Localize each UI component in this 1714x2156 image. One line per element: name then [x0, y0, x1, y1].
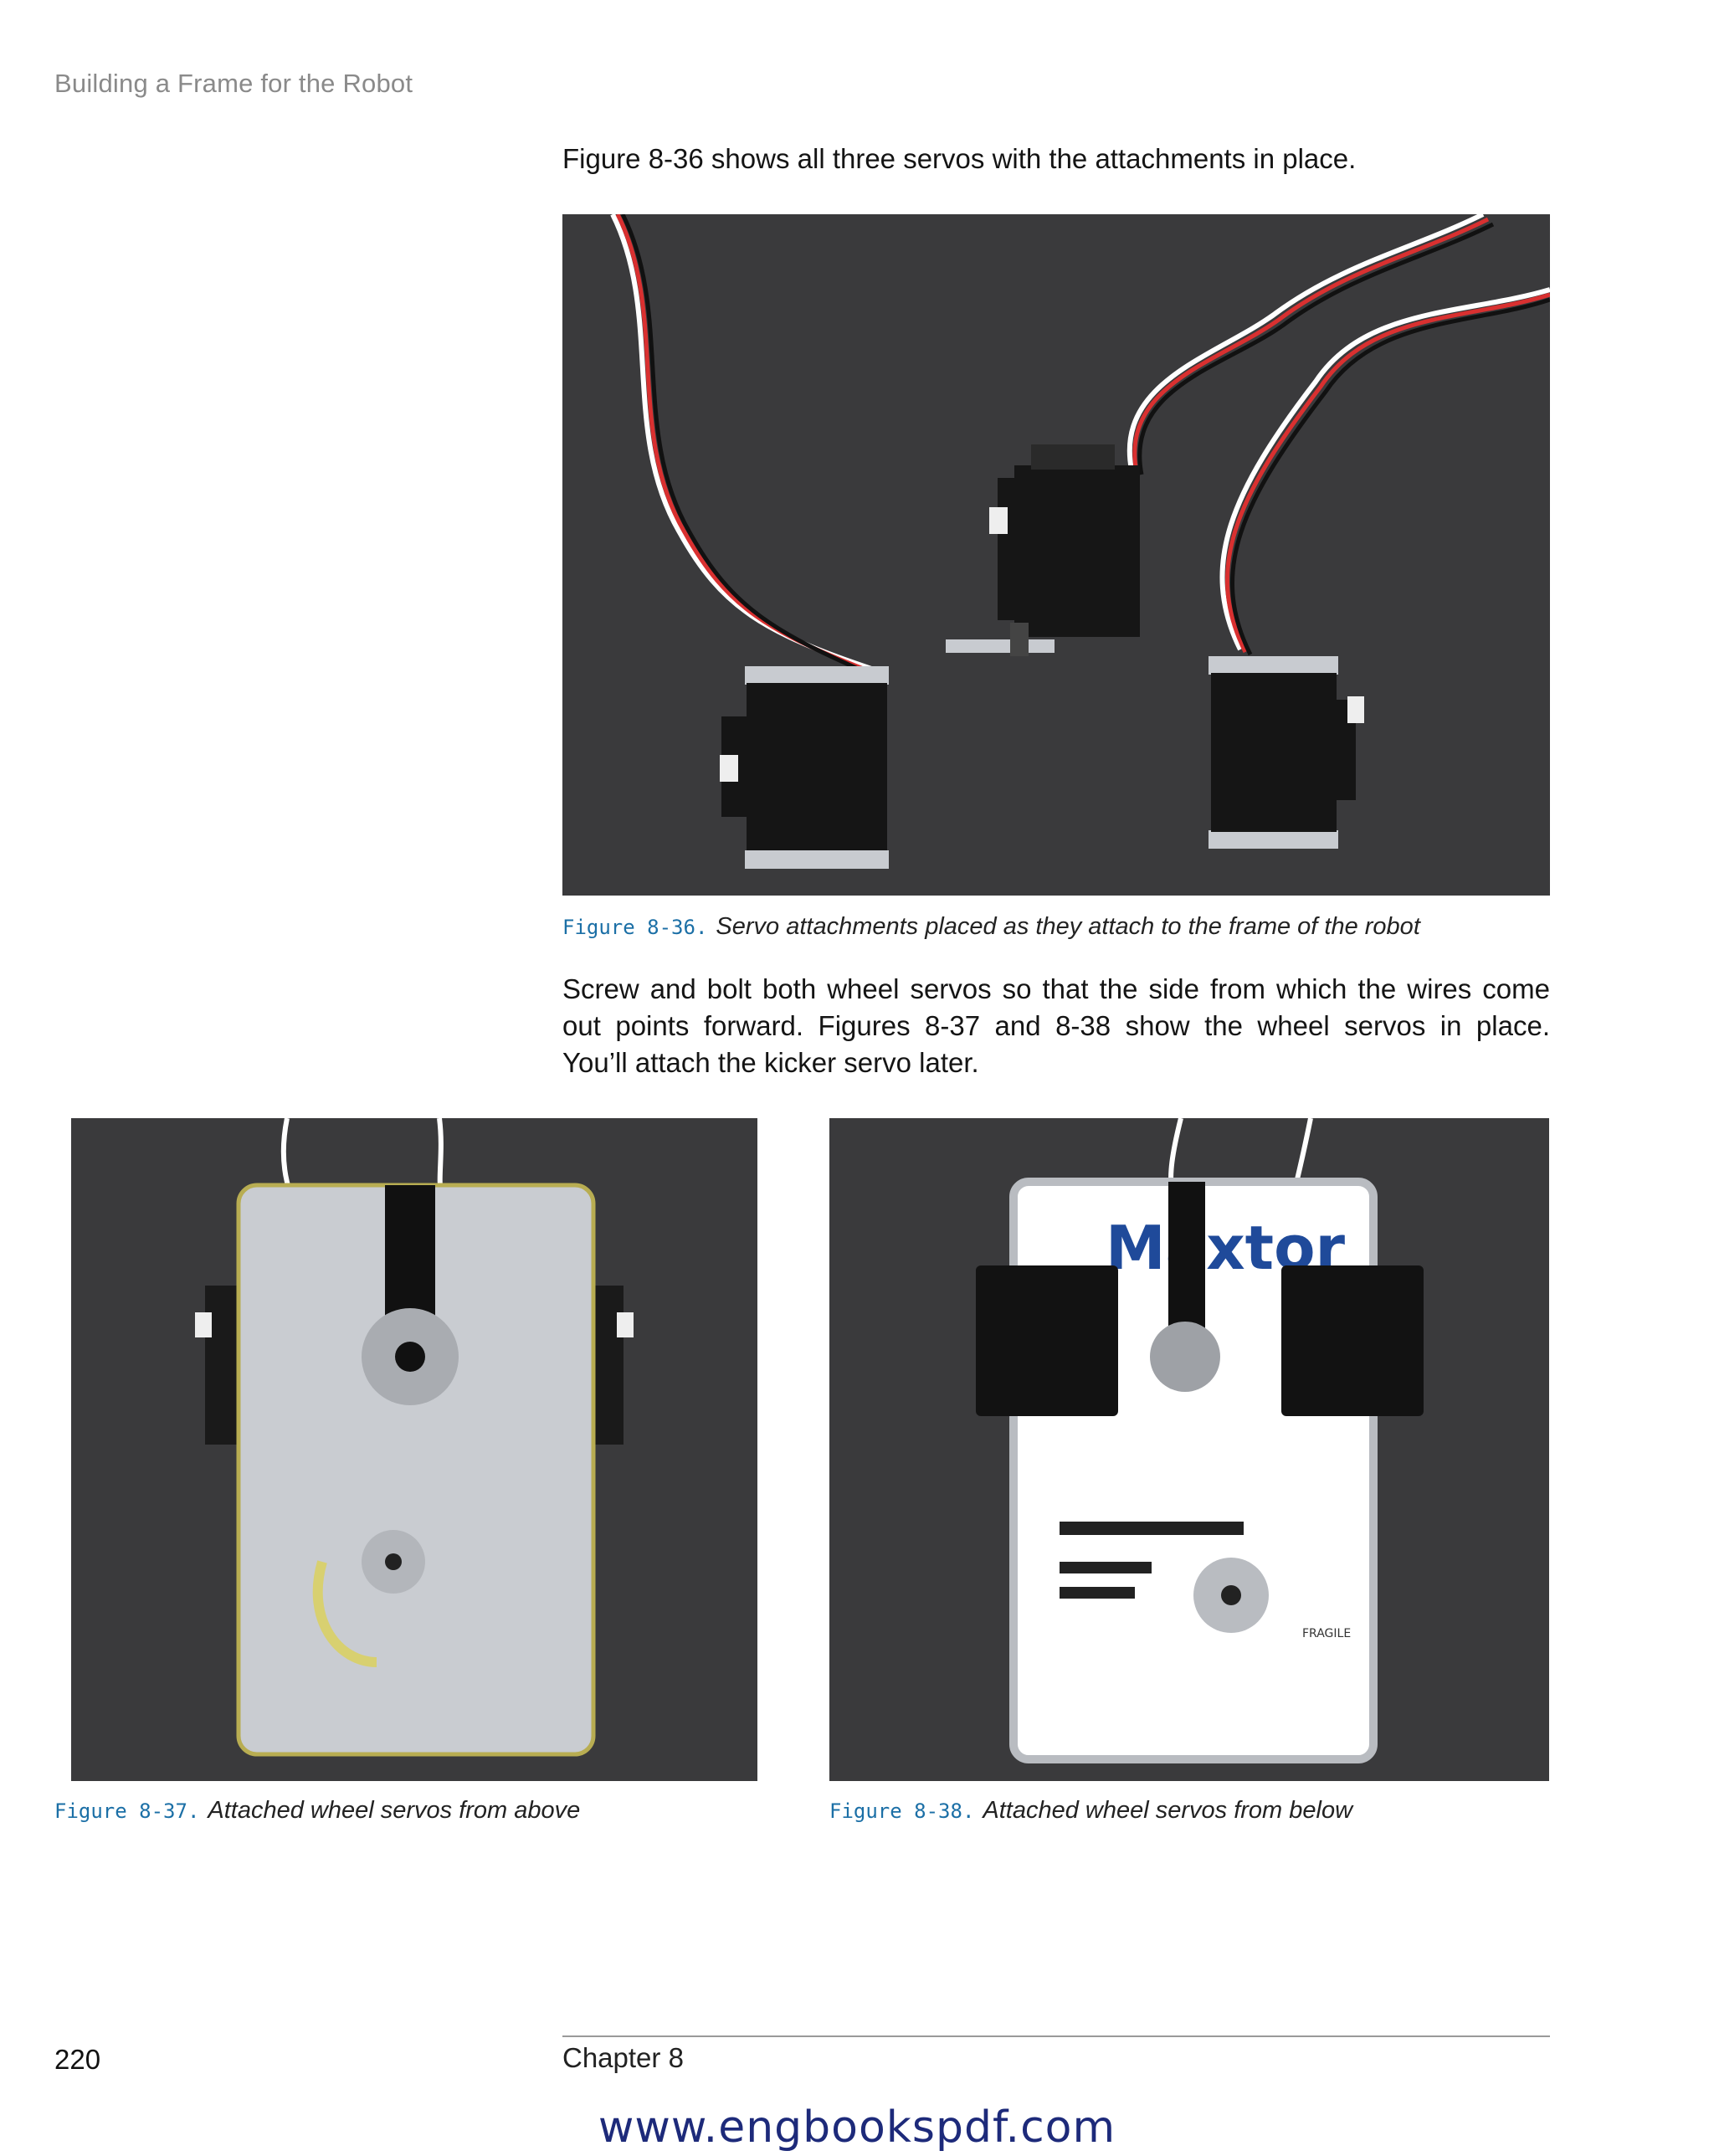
figure-8-36-photo	[562, 214, 1550, 896]
drive-bottom-illustration: Maxtor FRAGILE	[829, 1118, 1549, 1781]
paragraph-line: out points forward. Figures 8-37 and 8-3…	[562, 1010, 1550, 1041]
servos-photo-illustration	[562, 214, 1550, 896]
figure-label: Figure 8-38.	[829, 1799, 975, 1823]
caption-text: Attached wheel servos from below	[983, 1797, 1353, 1824]
figure-label: Figure 8-36.	[562, 916, 708, 939]
running-head: Building a Frame for the Robot	[54, 69, 413, 98]
figure-8-37-photo	[71, 1118, 757, 1781]
caption-text: Servo attachments placed as they attach …	[716, 913, 1420, 940]
intro-paragraph: Figure 8-36 shows all three servos with …	[562, 143, 1357, 174]
watermark-link[interactable]: www.engbookspdf.com	[598, 2102, 1116, 2153]
chapter-label: Chapter 8	[562, 2042, 684, 2073]
figure-label: Figure 8-37.	[54, 1799, 200, 1823]
paragraph-line: You’ll attach the kicker servo later.	[562, 1047, 979, 1078]
body-paragraph: Screw and bolt both wheel servos so that…	[562, 971, 1550, 1081]
drive-top-illustration	[71, 1118, 757, 1781]
page-number: 220	[54, 2044, 101, 2075]
figure-8-38-photo: Maxtor FRAGILE	[829, 1118, 1549, 1781]
figure-8-37-caption: Figure 8-37. Attached wheel servos from a…	[54, 1795, 580, 1826]
caption-text: Attached wheel servos from above	[208, 1797, 581, 1824]
figure-8-38-caption: Figure 8-38. Attached wheel servos from b…	[829, 1795, 1352, 1826]
fragile-text: FRAGILE	[1302, 1627, 1351, 1640]
paragraph-line: Screw and bolt both wheel servos so that…	[562, 973, 1550, 1004]
footer-rule	[562, 2035, 1550, 2037]
figure-8-36-caption: Figure 8-36. Servo attachments placed as …	[562, 911, 1420, 942]
